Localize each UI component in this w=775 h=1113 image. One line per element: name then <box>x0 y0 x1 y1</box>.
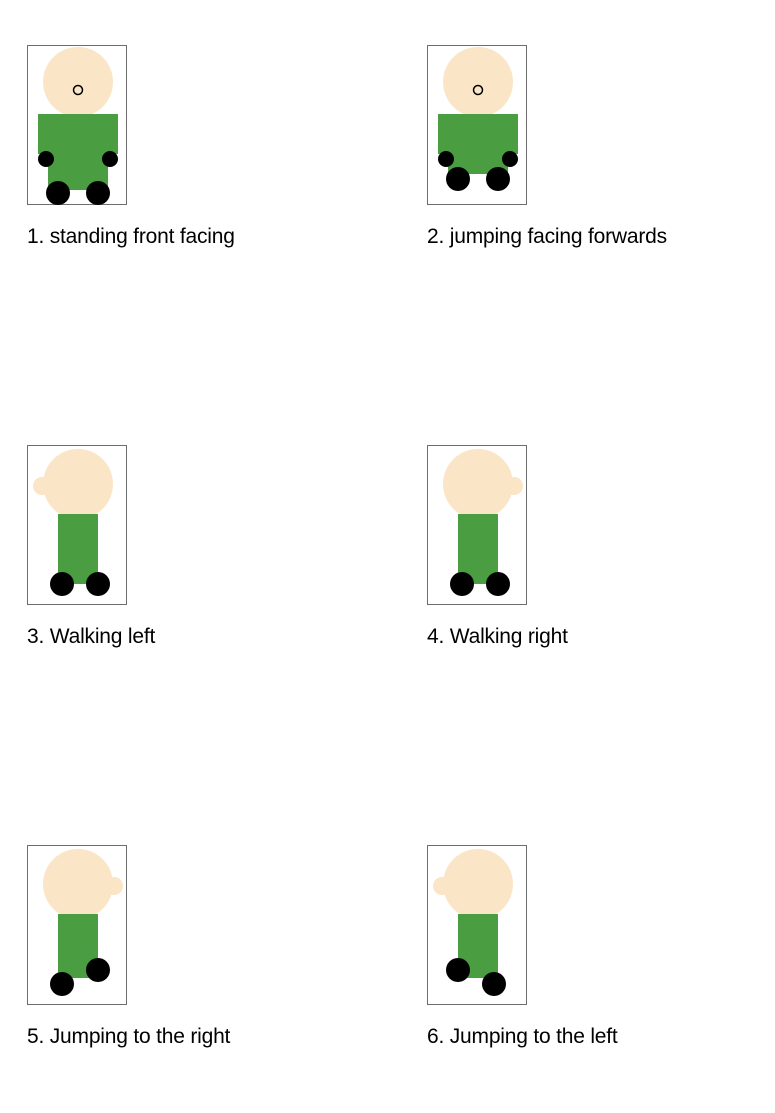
head <box>443 47 513 117</box>
head <box>443 449 513 519</box>
front-foot <box>486 572 510 596</box>
right-hand <box>102 151 118 167</box>
head <box>43 449 113 519</box>
right-foot <box>486 167 510 191</box>
sprite-frame <box>427 445 527 605</box>
character-side-walking-right <box>443 449 523 596</box>
character-side-jumping-right <box>43 849 123 996</box>
figure-caption: 1. standing front facing <box>27 225 235 248</box>
head <box>43 849 113 919</box>
left-hand <box>38 151 54 167</box>
right-hand <box>502 151 518 167</box>
sprite-figure-jumping-left: 6. Jumping to the left <box>427 845 747 1075</box>
character-front-jumping <box>438 47 518 191</box>
figure-caption: 3. Walking left <box>27 625 156 648</box>
sprite-frame <box>27 845 127 1005</box>
sprite-frame <box>427 45 527 205</box>
figure-caption: 5. Jumping to the right <box>27 1025 231 1048</box>
head <box>43 47 113 117</box>
shirt-upper <box>438 114 518 154</box>
head <box>443 849 513 919</box>
back-foot <box>482 972 506 996</box>
front-foot <box>86 572 110 596</box>
character-front-standing <box>38 47 118 205</box>
sprite-figure-jumping-right: 5. Jumping to the right <box>27 845 347 1075</box>
back-foot <box>450 572 474 596</box>
sprite-frame <box>427 845 527 1005</box>
left-foot <box>46 181 70 205</box>
front-foot <box>446 958 470 982</box>
figure-caption: 4. Walking right <box>427 625 568 648</box>
figure-caption: 2. jumping facing forwards <box>427 225 667 248</box>
sprite-frame <box>27 45 127 205</box>
sprite-frame <box>27 445 127 605</box>
sprite-figure-jumping-front: 2. jumping facing forwards <box>427 45 747 275</box>
shirt-upper <box>38 114 118 154</box>
sprite-figure-standing-front: 1. standing front facing <box>27 45 347 275</box>
front-foot <box>86 958 110 982</box>
right-foot <box>86 181 110 205</box>
sprite-figure-walking-left: 3. Walking left <box>27 445 347 675</box>
back-foot <box>50 572 74 596</box>
nose-icon <box>472 84 484 96</box>
back-foot <box>50 972 74 996</box>
nose-icon <box>72 84 84 96</box>
left-foot <box>446 167 470 191</box>
figure-caption: 6. Jumping to the left <box>427 1025 618 1048</box>
character-side-jumping-left <box>433 849 513 996</box>
left-hand <box>438 151 454 167</box>
character-side-walking-left <box>33 449 113 596</box>
sprite-figure-walking-right: 4. Walking right <box>427 445 747 675</box>
